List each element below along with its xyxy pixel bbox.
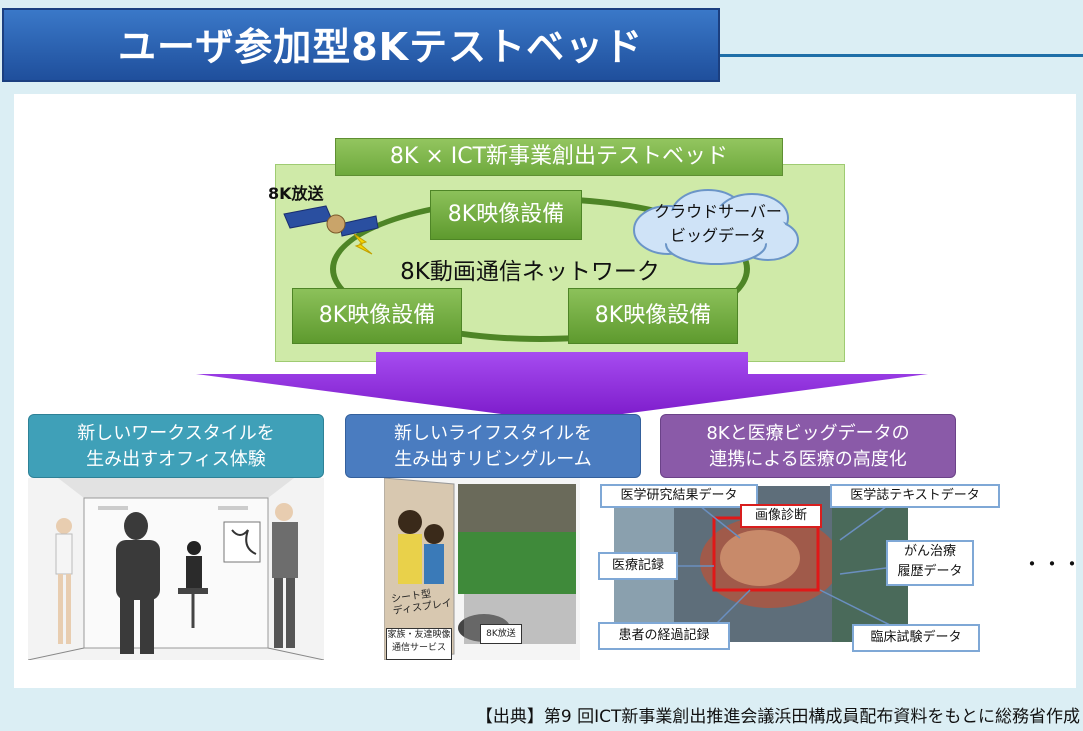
scenario-living-line-2: 生み出すリビングルーム bbox=[394, 449, 592, 470]
journal-data-label: 医学誌テキストデータ bbox=[830, 484, 1000, 508]
scenario-living-tab: 新しいライフスタイルを 生み出すリビングルーム bbox=[345, 414, 641, 478]
family-service-label: 家族・友達映像 通信サービス bbox=[386, 628, 452, 660]
scenario-office-line-2: 生み出すオフィス体験 bbox=[86, 449, 266, 470]
scenario-medical-line-2: 連携による医療の高度化 bbox=[709, 449, 907, 470]
down-arrow-icon bbox=[196, 352, 928, 422]
scenario-living-line-1: 新しいライフスタイルを bbox=[394, 423, 592, 444]
page-title: ユーザ参加型8Kテストベッド bbox=[2, 8, 720, 82]
scenario-medical-line-1: 8Kと医療ビッグデータの bbox=[706, 423, 910, 444]
equipment-right: 8K映像設備 bbox=[568, 288, 738, 344]
testbed-header: 8K × ICT新事業創出テストベッド bbox=[335, 138, 783, 176]
equipment-left: 8K映像設備 bbox=[292, 288, 462, 344]
cancer-history-line-2: 履歴データ bbox=[897, 564, 963, 579]
image-diagnosis-label: 画像診断 bbox=[740, 504, 822, 528]
patient-progress-label: 患者の経過記録 bbox=[598, 622, 730, 650]
more-ellipsis: ・・・ bbox=[1022, 552, 1082, 576]
satellite-icon bbox=[280, 196, 380, 256]
office-image bbox=[27, 478, 325, 661]
cancer-history-line-1: がん治療 bbox=[903, 544, 956, 559]
title-rule bbox=[700, 54, 1083, 57]
source-citation: 【出典】第9 回ICT新事業創出推進会議浜田構成員配布資料をもとに総務省作成 bbox=[475, 707, 1080, 727]
broadcast-label: 8K放送 bbox=[268, 184, 324, 203]
network-label: 8K動画通信ネットワーク bbox=[400, 259, 660, 285]
equipment-top: 8K映像設備 bbox=[430, 190, 582, 240]
clinical-trial-label: 臨床試験データ bbox=[852, 624, 980, 652]
scenario-office-line-1: 新しいワークスタイルを bbox=[77, 423, 275, 444]
cloud-label: クラウドサーバー ビッグデータ bbox=[640, 200, 796, 248]
research-data-label: 医学研究結果データ bbox=[600, 484, 758, 508]
cancer-history-label: がん治療 履歴データ bbox=[886, 540, 974, 586]
living-broadcast-label: 8K放送 bbox=[480, 624, 522, 644]
cloud-icon bbox=[628, 186, 804, 266]
cloud-line-2: ビッグデータ bbox=[669, 226, 766, 245]
medical-records-label: 医療記録 bbox=[598, 552, 678, 580]
cloud-line-1: クラウドサーバー bbox=[654, 202, 782, 221]
scenario-medical-tab: 8Kと医療ビッグデータの 連携による医療の高度化 bbox=[660, 414, 956, 478]
scenario-office-tab: 新しいワークスタイルを 生み出すオフィス体験 bbox=[28, 414, 324, 478]
